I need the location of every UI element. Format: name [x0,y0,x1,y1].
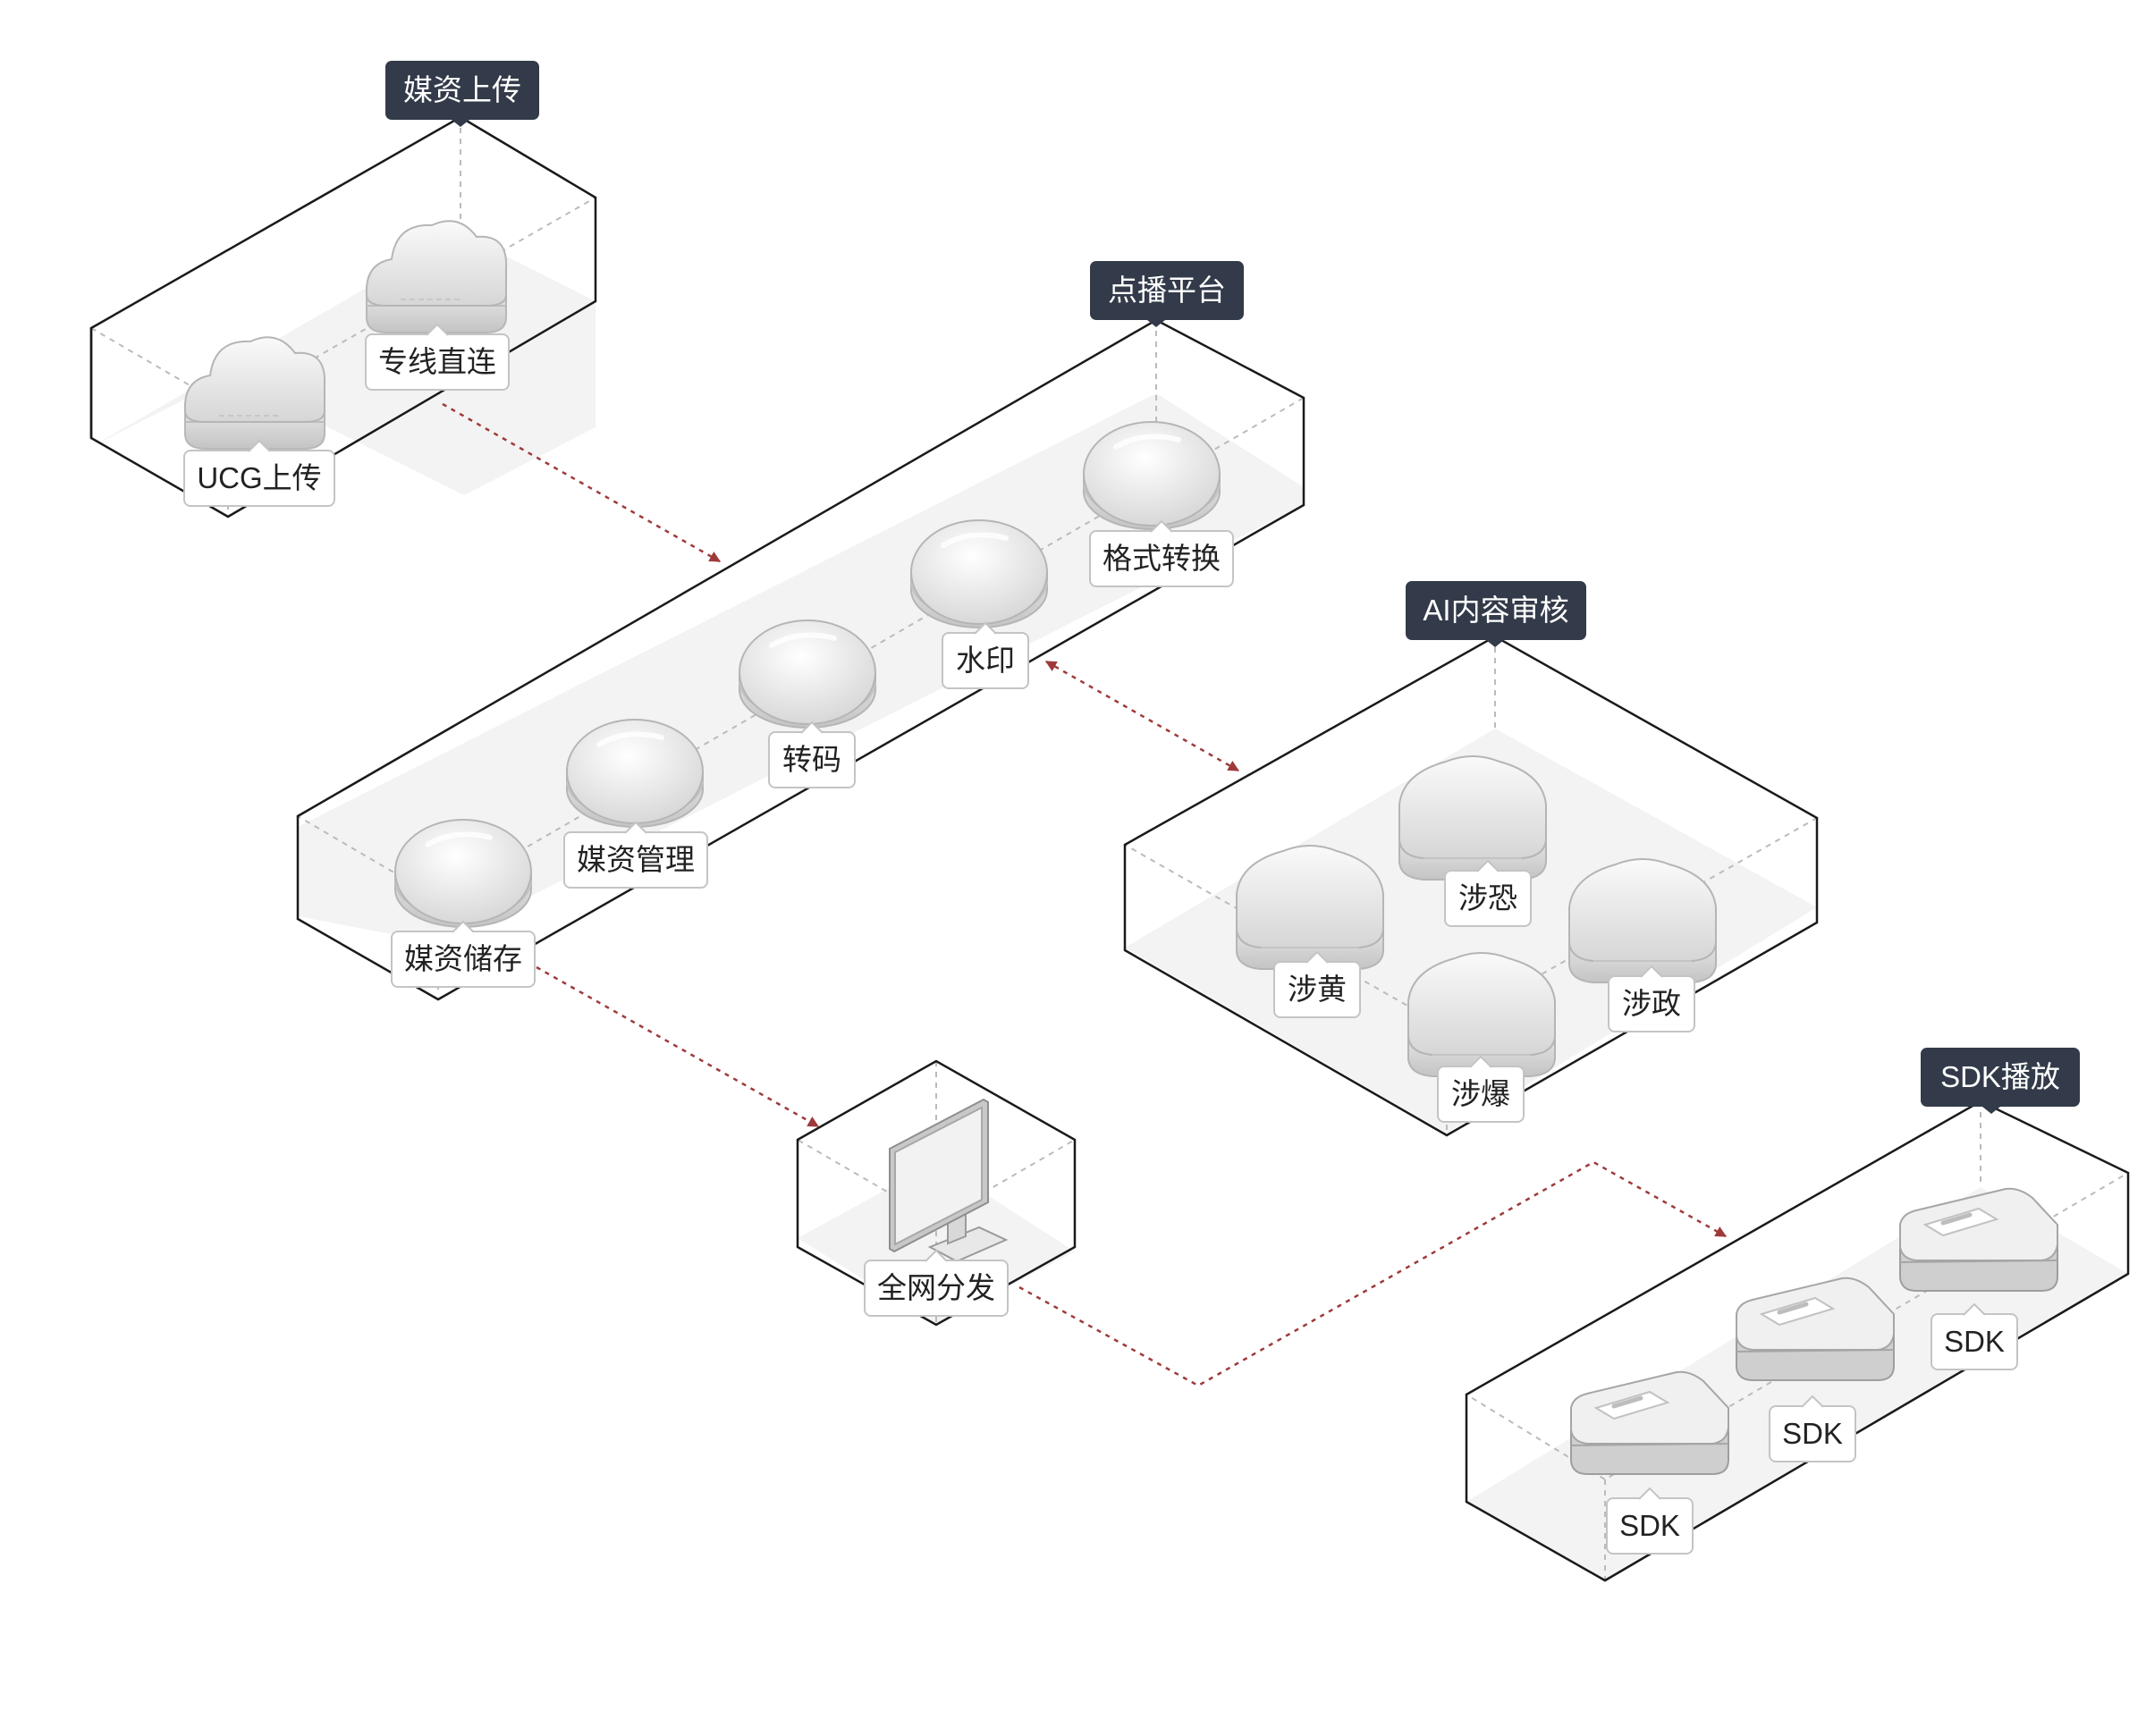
group-ai-floor [1125,729,1817,1133]
group-title-ai: AI内容审核 [1423,594,1568,627]
group-upload-floor [91,233,596,495]
node-label-media-storage: 媒资储存 [404,942,522,975]
disk-icon [395,820,531,927]
device-icon [1900,1189,2057,1291]
node-terror[interactable]: 涉恐 [1444,859,1532,927]
node-label-violence: 涉爆 [1451,1077,1510,1110]
node-label-politics: 涉政 [1622,987,1681,1020]
shield-icon [1398,755,1547,881]
node-label-sdk-1: SDK [1619,1509,1680,1542]
connection-distribution-to-sdk [1018,1160,1728,1387]
disk-icon [911,520,1047,628]
node-dedicated-line[interactable]: 专线直连 [365,323,510,391]
monitor-icon [889,1099,1007,1262]
group-upload [89,115,597,518]
node-label-format-convert: 格式转换 [1103,542,1221,575]
node-ucg-upload[interactable]: UCG上传 [183,439,335,507]
node-label-porn: 涉黄 [1288,973,1347,1006]
group-tag-sdk: SDK播放 [1921,1048,2080,1114]
node-porn[interactable]: 涉黄 [1273,950,1361,1018]
node-label-dedicated-line: 专线直连 [378,345,496,378]
group-tag-ai: AI内容审核 [1406,581,1586,647]
group-vod-inner-lines [296,318,1306,900]
node-label-media-management: 媒资管理 [577,843,695,876]
device-icon [1571,1372,1728,1474]
node-label-sdk-2: SDK [1782,1417,1843,1450]
node-label-sdk-3: SDK [1944,1325,2005,1358]
node-label-distribution: 全网分发 [877,1271,995,1304]
group-tag-vod: 点播平台 [1090,261,1244,327]
node-transcode[interactable]: 转码 [768,721,856,788]
cloud-icon [183,336,326,450]
device-icon [1736,1278,1894,1380]
disk-icon [739,620,875,728]
node-sdk-3[interactable]: SDK [1931,1302,2018,1370]
cloud-icon [365,220,508,333]
node-media-management[interactable]: 媒资管理 [563,821,708,889]
shield-icon [1236,845,1384,970]
group-tag-upload: 媒资上传 [385,61,539,127]
connection-storage-to-distribution [536,965,820,1128]
node-label-watermark: 水印 [956,644,1015,677]
node-watermark[interactable]: 水印 [942,621,1029,689]
node-media-storage[interactable]: 媒资储存 [391,920,536,988]
connection-dedicated-to-vod [442,402,722,563]
node-sdk-2[interactable]: SDK [1769,1395,1856,1462]
node-distribution[interactable]: 全网分发 [864,1249,1009,1317]
shield-icon [1568,858,1717,983]
node-politics[interactable]: 涉政 [1608,965,1695,1032]
node-label-terror: 涉恐 [1458,881,1517,914]
node-violence[interactable]: 涉爆 [1437,1055,1525,1123]
disk-icon [1084,422,1220,529]
group-sdk-vertical-dashes [1604,1101,1981,1582]
group-distribution-box [796,1059,1077,1327]
group-title-vod: 点播平台 [1108,274,1226,307]
group-title-upload: 媒资上传 [403,73,521,106]
connection-watermark-ai [1044,660,1240,772]
group-title-sdk: SDK播放 [1940,1060,2060,1093]
node-sdk-1[interactable]: SDK [1606,1487,1694,1555]
node-label-transcode: 转码 [782,743,841,776]
node-label-ucg-upload: UCG上传 [197,461,321,494]
disk-icon [567,720,703,827]
connections [442,402,1728,1387]
node-format-convert[interactable]: 格式转换 [1089,519,1234,587]
